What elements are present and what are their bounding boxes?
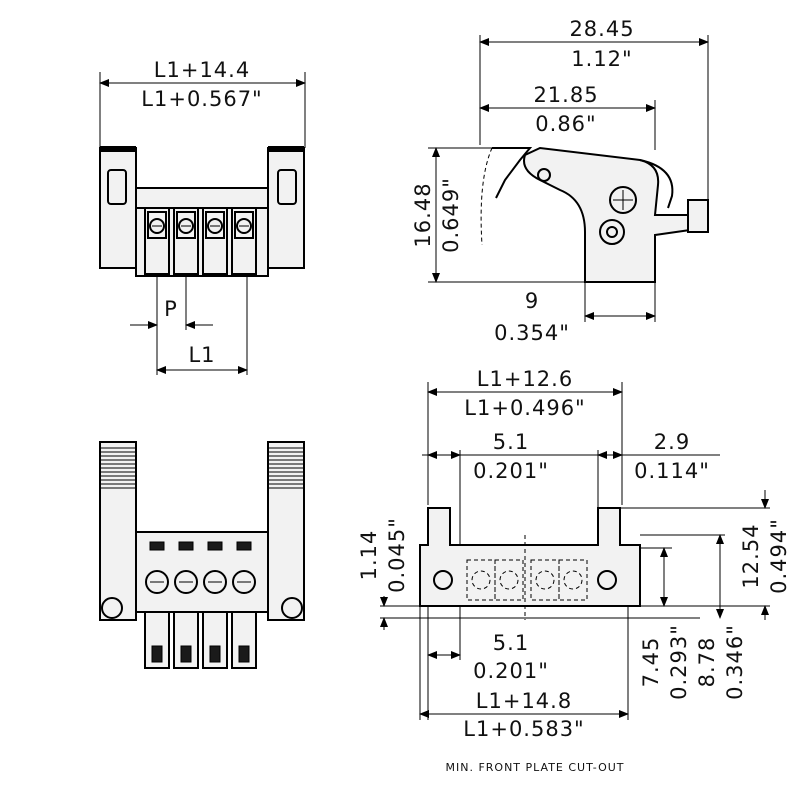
right-latch: [267, 147, 305, 269]
dim-cutout-lower-in: 0.293": [667, 624, 691, 700]
pole-outline: [558, 559, 588, 601]
dim-cutout-bottom-left-mm: 5.1: [493, 631, 529, 655]
cutout-hole: [535, 570, 555, 590]
pole-screw-frame: [234, 211, 254, 239]
latch-tip: [687, 199, 709, 233]
pole-window: [149, 541, 165, 551]
pole-slot: [173, 207, 199, 275]
dim-cutout-height-mm: 12.54: [739, 523, 763, 588]
pin-opening: [238, 645, 250, 663]
dim-cutout-offset-mm: 1.14: [357, 530, 381, 581]
screw-head: [609, 186, 637, 214]
pivot: [537, 168, 551, 182]
screw-icon: [174, 570, 198, 594]
dim-side-reach-mm: 21.85: [533, 83, 598, 107]
side-view: 28.45 1.12" 21.85 0.86" 16.48 0.649" 9 0…: [411, 17, 709, 345]
dim-cutout-lower-mm: 7.45: [639, 637, 663, 688]
pole-outline: [466, 559, 496, 601]
screw-icon: [149, 218, 165, 234]
dim-side-base-in: 0.354": [494, 321, 570, 345]
pole-slot: [231, 207, 257, 275]
cutout-hole: [597, 570, 617, 590]
dim-side-reach-in: 0.86": [535, 112, 596, 136]
left-latch: [99, 147, 137, 269]
left-lever: [99, 441, 137, 621]
dim-cutout-offset-in: 0.045": [385, 517, 409, 593]
housing-side: [523, 146, 691, 283]
lever-grip: [100, 447, 304, 489]
pole-screw-frame: [147, 211, 167, 239]
wire-clamp: [599, 219, 625, 245]
dim-cutout-height-in: 0.494": [767, 518, 791, 594]
dim-cutout-bottom-mm: L1+14.8: [476, 689, 572, 713]
left-latch-window: [107, 169, 127, 205]
pole-outline: [530, 559, 560, 601]
dim-side-overall-in: 1.12": [571, 47, 632, 71]
dim-cutout-bottom-left-in: 0.201": [473, 659, 549, 683]
dim-cutout-top-mm: L1+12.6: [477, 367, 573, 391]
cutout-hole: [433, 570, 453, 590]
pole-screw-frame: [176, 211, 196, 239]
dim-overall-in: L1+0.567": [141, 87, 262, 111]
cutout-hole: [563, 570, 583, 590]
lever-swing-path: [480, 147, 493, 246]
dim-cutout-mid-in: 0.346": [723, 624, 747, 700]
pole-slot: [144, 207, 170, 275]
dim-cutout-left-mm: 5.1: [493, 430, 529, 454]
pin-row: [144, 611, 257, 669]
dim-length: L1: [188, 343, 215, 367]
pole-window: [207, 541, 223, 551]
pole-row: [144, 207, 257, 275]
screw-icon: [145, 570, 169, 594]
caption: MIN. FRONT PLATE CUT-OUT: [445, 761, 624, 774]
cutout-hole: [471, 570, 491, 590]
dim-side-height-in: 0.649": [439, 177, 463, 253]
dim-overall-mm: L1+14.4: [154, 58, 250, 82]
cutout-hole: [499, 570, 519, 590]
front-view-top: L1+14.4 L1+0.567" P L1: [99, 58, 306, 375]
latch-arm: [639, 159, 674, 209]
dim-cutout-bottom-in: L1+0.583": [463, 717, 584, 741]
cutout-outline: [419, 507, 641, 607]
right-latch-window: [277, 169, 297, 205]
cutout-hole-row: [433, 559, 617, 601]
dim-side-base-mm: 9: [525, 289, 539, 313]
screw-icon: [207, 218, 223, 234]
screw-icon: [203, 570, 227, 594]
pole-window: [178, 541, 194, 551]
dim-cutout-top-in: L1+0.496": [464, 396, 585, 420]
right-lever: [267, 441, 305, 621]
pole-slot: [202, 207, 228, 275]
dim-side-overall-mm: 28.45: [569, 17, 634, 41]
right-latch-cap: [268, 146, 304, 152]
dim-side-height-mm: 16.48: [411, 182, 435, 247]
dim-cutout-left-in: 0.201": [473, 459, 549, 483]
panel-cutout-view: L1+12.6 L1+0.496" 5.1 0.201" 2.9 0.114" …: [357, 367, 791, 774]
lever: [492, 147, 533, 199]
screw-icon: [236, 218, 252, 234]
pole-window: [236, 541, 252, 551]
pin-opening: [151, 645, 163, 663]
screw-icon: [232, 570, 256, 594]
pole-screw-frame: [205, 211, 225, 239]
pole-outline: [494, 559, 524, 601]
dim-cutout-right-mm: 2.9: [654, 430, 690, 454]
dim-pitch: P: [164, 297, 178, 321]
pin-opening: [209, 645, 221, 663]
dim-cutout-mid-mm: 8.78: [695, 637, 719, 688]
dim-cutout-right-in: 0.114": [634, 459, 710, 483]
screw-icon: [178, 218, 194, 234]
front-view-bottom: [99, 441, 305, 669]
left-latch-cap: [100, 146, 136, 152]
pin-opening: [180, 645, 192, 663]
pole-row-bottom: [145, 541, 256, 594]
